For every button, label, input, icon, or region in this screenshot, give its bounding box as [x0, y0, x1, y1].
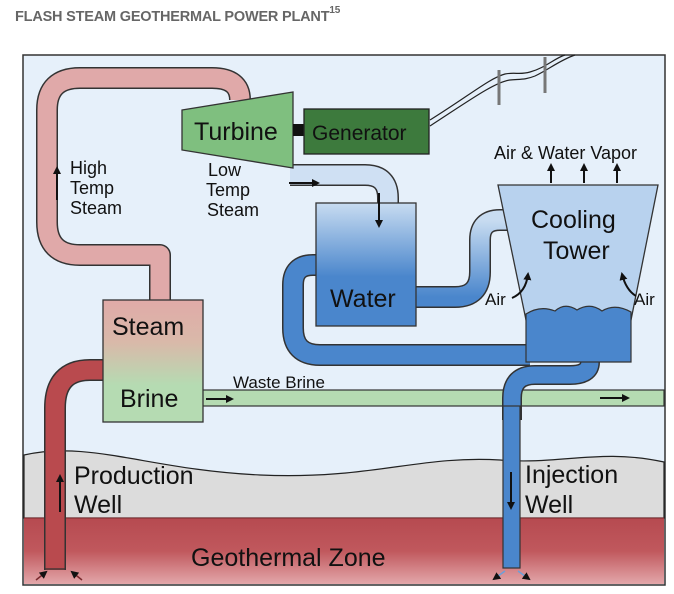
inflow-arrow-icon: [70, 570, 83, 581]
air-water-vapor-label: Air & Water Vapor: [494, 143, 637, 163]
turbine-label: Turbine: [194, 118, 278, 146]
low-temp-steam-label-2: Temp: [206, 180, 250, 200]
waste-brine-label: Waste Brine: [233, 373, 325, 392]
waste-brine-pipe: [199, 389, 665, 407]
power-lines: [429, 54, 576, 127]
cooling-tower-label-1: Cooling: [531, 206, 616, 234]
injection-well-label-2: Well: [525, 491, 573, 519]
turbine-shaft: [293, 124, 305, 136]
water-to-tower-pipe: [415, 210, 510, 307]
air-arrow-left-icon: [511, 272, 532, 299]
geothermal-zone: [24, 518, 664, 584]
cooling-tower-label-2: Tower: [543, 237, 610, 265]
high-temp-steam-pipe: [37, 68, 250, 302]
cooling-tower-basin: [525, 305, 632, 363]
tower-outflow-pipe: [503, 361, 599, 420]
generator: [303, 108, 430, 155]
turbine: [181, 91, 294, 169]
low-temp-steam-label-1: Low: [208, 160, 242, 180]
production-well-pipe: [45, 360, 104, 570]
title-superscript: 15: [329, 5, 341, 16]
high-temp-steam-label-3: Steam: [70, 198, 122, 218]
air-left-label: Air: [485, 290, 506, 309]
geothermal-zone-label: Geothermal Zone: [191, 544, 386, 572]
flow-arrows: [35, 163, 637, 581]
page-title: FLASH STEAM GEOTHERMAL POWER PLANT15: [15, 5, 341, 25]
water-tank: [315, 202, 417, 327]
inflow-arrow-icon: [35, 570, 48, 581]
high-temp-steam-label-2: Temp: [70, 178, 114, 198]
low-temp-steam-pipe: [290, 165, 398, 206]
steam-label: Steam: [112, 313, 184, 341]
generator-label: Generator: [312, 122, 407, 145]
water-label: Water: [330, 285, 396, 313]
production-well-label-2: Well: [74, 491, 122, 519]
separator-tank: [102, 299, 204, 423]
air-right-label: Air: [634, 290, 655, 309]
brine-label: Brine: [120, 385, 178, 413]
low-temp-steam-label-3: Steam: [207, 200, 259, 220]
outflow-arrow-icon: [517, 570, 531, 581]
air-arrow-right-icon: [619, 272, 637, 297]
injection-well-label-1: Injection: [525, 461, 618, 489]
water-return-pipe: [283, 255, 530, 365]
production-well-label-1: Production: [74, 462, 194, 490]
outflow-arrow-icon: [492, 570, 506, 581]
title-text: FLASH STEAM GEOTHERMAL POWER PLANT: [15, 8, 330, 25]
high-temp-steam-label-1: High: [70, 158, 107, 178]
